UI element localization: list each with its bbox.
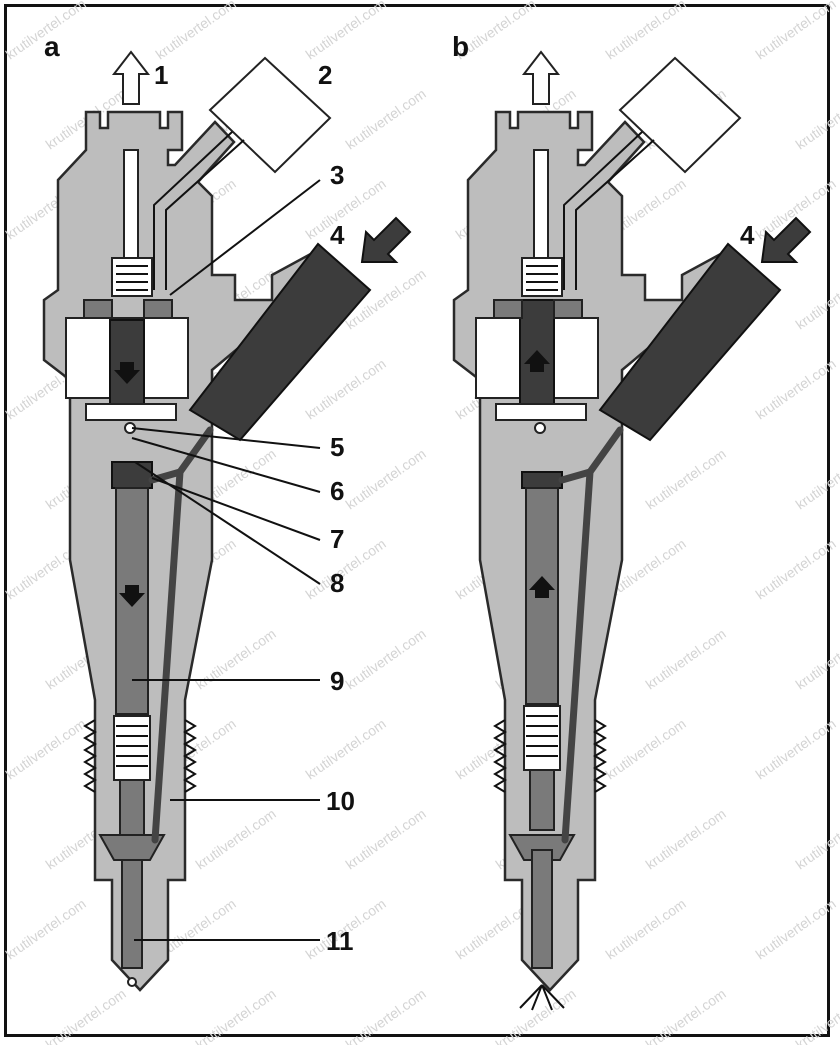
callout-8: 8: [330, 568, 344, 598]
armature-plate-b: [495, 403, 587, 421]
control-chamber: [111, 461, 153, 489]
callout-5: 5: [330, 432, 344, 462]
watermark-text: krutilvertel.com: [193, 985, 279, 1045]
wire-2-b: [575, 139, 655, 290]
high-pressure-inlet-b: [598, 242, 782, 442]
watermark-text: krutilvertel.com: [643, 805, 729, 872]
coil-top-left-b: [493, 299, 523, 319]
watermark-text: krutilvertel.com: [193, 625, 279, 692]
armature-plate: [85, 403, 177, 421]
inlet-arrow: [360, 216, 412, 263]
coil-top-right: [143, 299, 173, 319]
watermark-text: krutilvertel.com: [303, 0, 389, 62]
watermark-text: krutilvertel.com: [753, 715, 839, 782]
watermark-text: krutilvertel.com: [603, 895, 689, 962]
coil-top-right-b: [553, 299, 583, 319]
watermark-text: krutilvertel.com: [793, 805, 840, 872]
electrical-connector-b: [618, 56, 742, 174]
fuel-spray: [519, 984, 565, 1011]
watermark-text: krutilvertel.com: [603, 715, 689, 782]
inlet-arrow-b: [760, 216, 812, 263]
callout-labels: 1 2 3 4 5 6 7 8 9 10 11: [154, 60, 355, 956]
thread-marks-b: [493, 719, 607, 793]
watermark-text: krutilvertel.com: [793, 985, 840, 1045]
electrical-connector: [208, 56, 332, 174]
plunger-up-arrow: [529, 576, 555, 598]
control-chamber-b: [521, 471, 563, 489]
wire-1-b: [563, 131, 643, 290]
wire-1: [153, 131, 233, 290]
inlet-restrictor-channel-b: [558, 468, 594, 484]
watermark-text: krutilvertel.com: [3, 895, 89, 962]
armature-up-arrow: [524, 350, 550, 372]
return-channel-b: [533, 149, 549, 261]
watermark-text: krutilvertel.com: [493, 985, 579, 1045]
watermark-text: krutilvertel.com: [603, 0, 689, 62]
watermark-text: krutilvertel.com: [303, 355, 389, 422]
pressure-chamber: [98, 834, 166, 861]
watermark-text: krutilvertel.com: [3, 715, 89, 782]
injector-body: [42, 110, 342, 992]
watermark-text: krutilvertel.com: [793, 85, 840, 152]
callout-4-b: 4: [740, 220, 755, 250]
watermark-text: krutilvertel.com: [793, 625, 840, 692]
needle-upper-b: [529, 769, 555, 831]
watermark-text: krutilvertel.com: [343, 985, 429, 1045]
watermark-text: krutilvertel.com: [753, 355, 839, 422]
thread-marks: [83, 719, 197, 793]
panel-b-label: b: [452, 31, 469, 62]
callout-10: 10: [326, 786, 355, 816]
watermark-text: krutilvertel.com: [193, 805, 279, 872]
wire-2: [165, 139, 245, 290]
needle-upper: [119, 779, 145, 841]
watermark-text: krutilvertel.com: [343, 445, 429, 512]
watermark-text: krutilvertel.com: [643, 445, 729, 512]
watermark-text: krutilvertel.com: [753, 0, 839, 62]
return-flow-arrow-b: [521, 50, 561, 105]
nozzle-needle-b: [531, 849, 553, 969]
nozzle-needle: [121, 859, 143, 969]
watermark-text: krutilvertel.com: [793, 445, 840, 512]
coil-top-left: [83, 299, 113, 319]
callout-6: 6: [330, 476, 344, 506]
watermark-text: krutilvertel.com: [753, 895, 839, 962]
return-flow-arrow: [111, 50, 151, 105]
callout-1: 1: [154, 60, 168, 90]
return-channel: [123, 149, 139, 261]
watermark-text: krutilvertel.com: [793, 265, 840, 332]
plunger-down-arrow: [119, 585, 145, 607]
high-pressure-inlet: [188, 242, 372, 442]
panel-b-injector: [452, 50, 812, 1011]
watermark-text: krutilvertel.com: [303, 175, 389, 242]
nozzle-tip: [127, 977, 137, 987]
watermark-text: krutilvertel.com: [153, 0, 239, 62]
watermark-text: krutilvertel.com: [643, 625, 729, 692]
watermark-text: krutilvertel.com: [753, 535, 839, 602]
watermark-text: krutilvertel.com: [343, 85, 429, 152]
leader-lines: [131, 179, 321, 941]
callout-2: 2: [318, 60, 332, 90]
watermark-text: krutilvertel.com: [343, 625, 429, 692]
watermark-text: krutilvertel.com: [303, 715, 389, 782]
watermark-text: krutilvertel.com: [303, 535, 389, 602]
ball-valve-b: [534, 422, 546, 434]
pressure-chamber-b: [508, 834, 576, 861]
watermark-text: krutilvertel.com: [43, 985, 129, 1045]
callout-9: 9: [330, 666, 344, 696]
panel-a-label: a: [44, 31, 60, 62]
callout-4: 4: [330, 220, 345, 250]
armature-down-arrow: [114, 362, 140, 384]
watermark-text: krutilvertel.com: [643, 985, 729, 1045]
callout-11: 11: [326, 926, 354, 956]
callout-7: 7: [330, 524, 344, 554]
callout-3: 3: [330, 160, 344, 190]
panel-a-injector: [42, 50, 412, 992]
watermark-text: krutilvertel.com: [343, 805, 429, 872]
